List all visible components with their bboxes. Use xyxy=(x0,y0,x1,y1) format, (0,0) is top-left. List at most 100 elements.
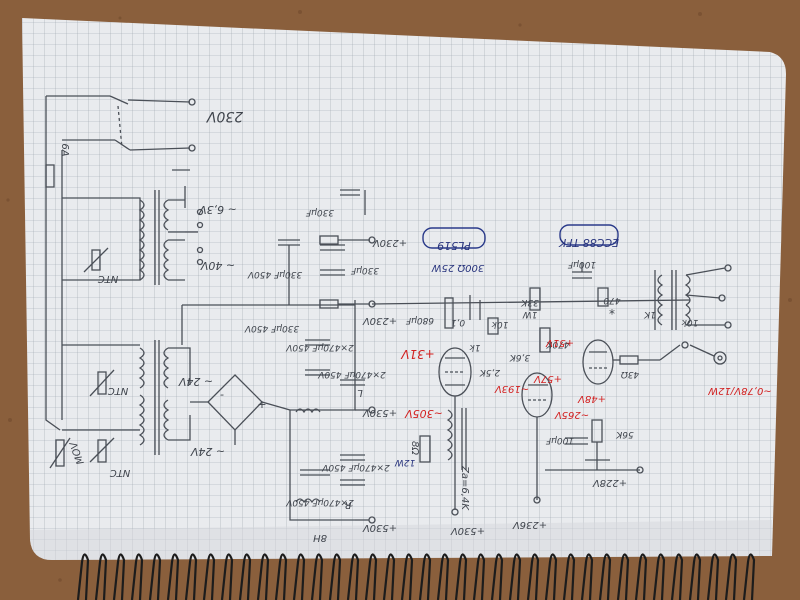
r33k-watt-label: 1W xyxy=(522,309,538,319)
rail-530-b: +530V xyxy=(362,522,397,533)
winding-40v-label: ~ 40V xyxy=(199,259,235,272)
spiral-ring xyxy=(634,553,648,600)
red-265v: ~265V xyxy=(554,409,589,420)
spiral-ring xyxy=(616,553,630,600)
spiral-ring xyxy=(562,553,576,600)
red-078v: ~0,78V/12W xyxy=(707,385,772,396)
rail-230-a: +230V xyxy=(372,237,407,248)
r56k-label: 56K xyxy=(615,429,633,439)
spiral-ring xyxy=(454,553,468,600)
r470k-label: 470K xyxy=(545,339,569,349)
spiral-ring xyxy=(166,553,180,600)
rail-530-a: +530V xyxy=(362,407,397,418)
cap-100-b-label: 100µF xyxy=(545,435,574,445)
cap-330-mid: 330µF xyxy=(350,265,379,275)
za-label: Za=6,4K xyxy=(459,465,470,511)
spiral-ring xyxy=(274,553,288,600)
bridge-minus: - xyxy=(220,388,224,401)
ecc88-box xyxy=(559,224,619,246)
spiral-ring xyxy=(220,553,234,600)
spiral-ring xyxy=(130,553,144,600)
ntc-1-label: NTC xyxy=(98,273,119,284)
spiral-ring xyxy=(508,553,522,600)
cap-100-a-label: 100µF xyxy=(567,259,596,269)
cap-2x470-d: 2×470µF 450V xyxy=(285,497,353,507)
spiral-binding xyxy=(76,553,756,600)
r300-label: 300Ω 25W xyxy=(431,262,485,273)
rail-530-c: +530V xyxy=(450,525,485,536)
r43-label: 43Ω xyxy=(621,369,639,379)
r8-watt-label: 12W xyxy=(394,457,415,467)
rail-236: +236V xyxy=(512,519,547,530)
spiral-ring xyxy=(742,553,756,600)
spiral-ring xyxy=(382,553,396,600)
r2k5-label: 2,5K xyxy=(479,367,500,377)
spiral-ring xyxy=(490,553,504,600)
cap-330-450-b: 330µF 450V xyxy=(244,323,299,333)
grid-paper xyxy=(22,18,786,560)
tube-pl519-label: PL519 xyxy=(437,239,471,252)
cap-2x470-b: 2×470µF 450V xyxy=(317,369,385,379)
ntc-3-label: NTC xyxy=(110,467,131,478)
r10k-a-label: 10k xyxy=(491,319,508,329)
spiral-ring xyxy=(706,553,720,600)
spiral-ring xyxy=(688,553,702,600)
spiral-ring xyxy=(112,553,126,600)
cap-680-label: 680µF xyxy=(405,315,434,325)
spiral-ring xyxy=(544,553,558,600)
r36k-label: 3,6K xyxy=(509,352,530,362)
cap-2x470-a: 2×470µF 450V xyxy=(285,342,353,352)
r33k-label: 33K xyxy=(520,297,538,307)
spiral-ring xyxy=(292,553,306,600)
asterisk-mark: * xyxy=(609,307,615,321)
cap-330-top: 330µF xyxy=(305,207,334,217)
r470-label: 470 xyxy=(603,295,620,305)
spiral-ring xyxy=(436,553,450,600)
spiral-ring xyxy=(94,553,108,600)
pl519-box xyxy=(422,227,486,249)
spiral-ring xyxy=(400,553,414,600)
tube-ecc88-label: ECC88 TFK xyxy=(558,236,619,249)
l-label: L xyxy=(357,387,363,398)
fuse-label: 6A xyxy=(59,143,70,156)
spiral-ring xyxy=(76,553,90,600)
spiral-ring xyxy=(526,553,540,600)
spiral-ring xyxy=(580,553,594,600)
mains-label: 230V xyxy=(205,108,243,124)
spiral-ring xyxy=(310,553,324,600)
red-193v: ~193V xyxy=(494,383,529,394)
spiral-ring xyxy=(652,553,666,600)
r8-label: 8Ω xyxy=(409,441,420,455)
r-label: R xyxy=(345,499,352,510)
winding-24v-a-label: ~ 24V xyxy=(177,375,213,388)
r10k-b-label: 10k xyxy=(681,317,698,327)
red-51v: +51V xyxy=(545,337,574,348)
cap-01-label: 0,1 xyxy=(451,317,465,327)
red-305v: ~305V xyxy=(404,407,443,420)
rail-228: +228V xyxy=(592,477,627,488)
r1k-out-label: 1K xyxy=(643,309,656,319)
spiral-ring xyxy=(418,553,432,600)
spiral-ring xyxy=(364,553,378,600)
spiral-ring xyxy=(184,553,198,600)
bridge-plus: + xyxy=(257,398,266,411)
schematic-wiring xyxy=(45,95,732,524)
spiral-ring xyxy=(724,553,738,600)
winding-6v3-label: ~ 6,3V xyxy=(198,203,237,216)
spiral-ring xyxy=(472,553,486,600)
spiral-ring xyxy=(598,553,612,600)
cap-2x470-c: 2×470µF 450V xyxy=(321,462,389,472)
red-48v: +48V xyxy=(577,393,606,404)
rail-230-b: +230V xyxy=(362,315,397,326)
spiral-ring xyxy=(328,553,342,600)
r1k-label: 1k xyxy=(469,342,481,352)
spiral-ring xyxy=(202,553,216,600)
spiral-ring xyxy=(670,553,684,600)
choke-label: 8H xyxy=(313,532,327,543)
spiral-ring xyxy=(346,553,360,600)
ntc-2-label: NTC xyxy=(108,385,129,396)
winding-24v-b-label: ~ 24V xyxy=(189,445,225,458)
spiral-ring xyxy=(148,553,162,600)
